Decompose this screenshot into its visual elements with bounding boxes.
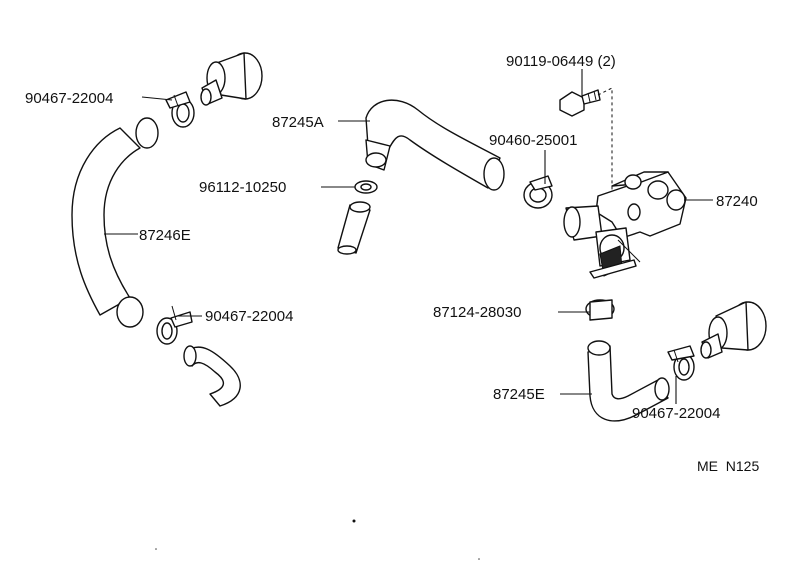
label-hose-upper-middle: 87245A	[272, 114, 324, 131]
label-clamp-lower-left: 90467-22004	[205, 308, 293, 325]
pipe-fitting-upper-left	[200, 52, 263, 106]
label-hose-lower-right: 87245E	[493, 386, 545, 403]
hose-upper-middle	[365, 99, 505, 191]
speck	[478, 558, 480, 560]
label-clamp-lower-right: 90467-22004	[632, 405, 720, 422]
hose-lower-right	[587, 340, 670, 422]
hose-bent-lower-left	[183, 345, 241, 407]
label-clamp-middle: 90460-25001	[489, 132, 577, 149]
label-bolt: 90119-06449 (2)	[506, 53, 616, 70]
label-clamp-upper-left: 90467-22004	[25, 90, 113, 107]
label-clip: 96112-10250	[199, 179, 286, 196]
bolt-dashed-guide	[597, 87, 613, 200]
pipe-fitting-lower-right	[700, 301, 767, 359]
hose-left	[71, 117, 159, 328]
valve-assembly	[563, 171, 687, 279]
hose-clamp-upper-left	[165, 91, 195, 128]
hose-clamp-lower-middle	[585, 299, 615, 321]
hose-clamp-lower-left	[156, 305, 193, 345]
part-labels: 90467-22004 87245A 96112-10250 87246E 90…	[25, 53, 759, 474]
label-valve: 87240	[716, 193, 758, 210]
speck	[155, 548, 157, 550]
label-clamp-lower-middle: 87124-28030	[433, 304, 521, 321]
label-hose-left: 87246E	[139, 227, 191, 244]
reference-code: ME N125	[697, 458, 759, 474]
vacuum-tube	[337, 201, 371, 255]
speck	[352, 519, 356, 523]
leader-lines	[104, 69, 713, 404]
bolt	[559, 89, 601, 117]
hose-clamp-lower-right	[667, 345, 695, 381]
hose-clip	[354, 180, 378, 194]
hose-clamp-middle	[523, 175, 553, 209]
